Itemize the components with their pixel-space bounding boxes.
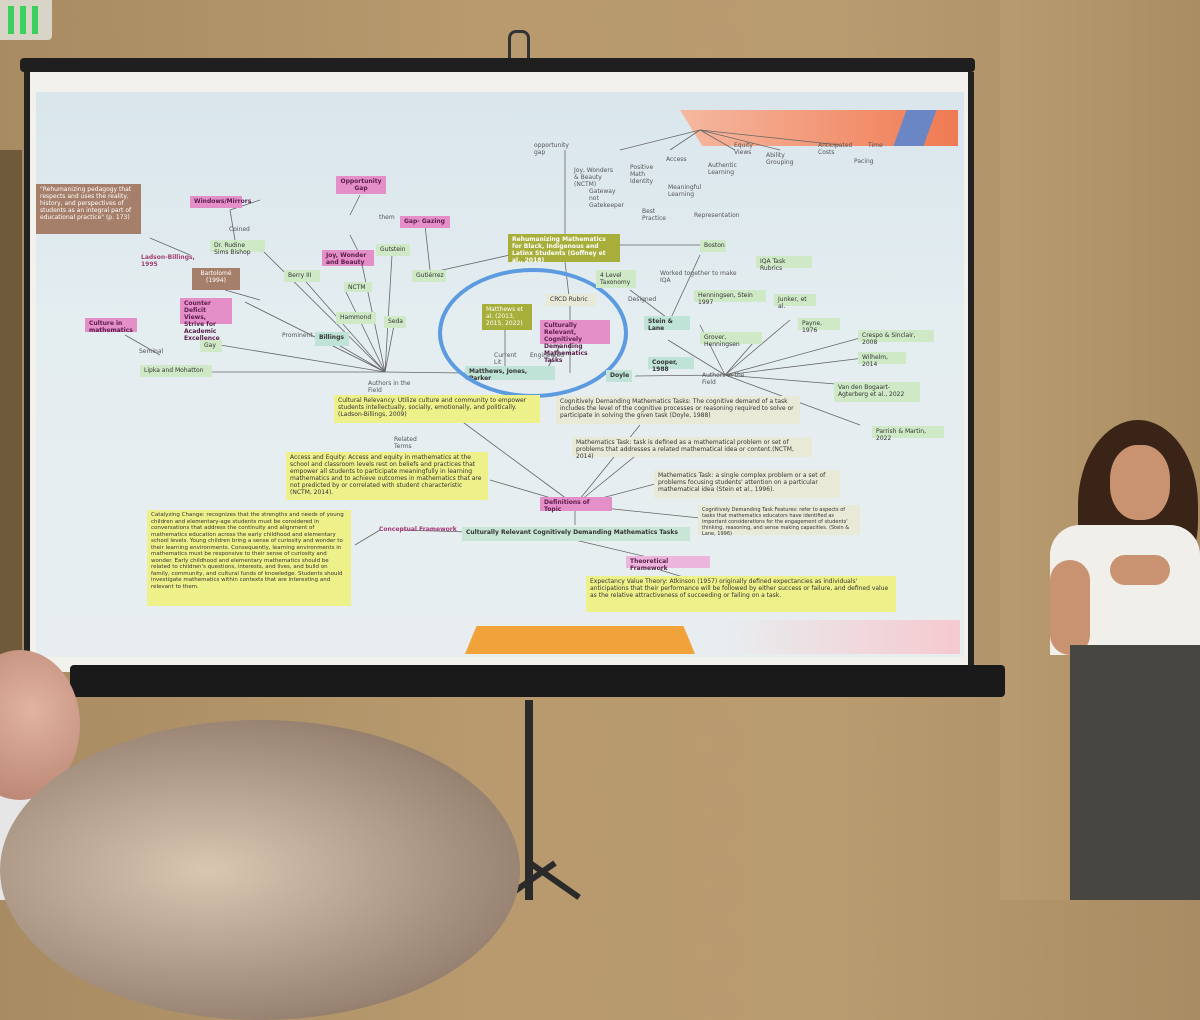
four-level-taxonomy-node: 4 Level Taxonomy xyxy=(596,270,636,288)
opportunity-gap-top-label: opportunity gap xyxy=(534,142,569,156)
related-terms-label: Related Terms xyxy=(394,436,417,450)
definitions-node: Definitions of Topic xyxy=(540,497,612,513)
audience-head-foreground xyxy=(0,720,520,1020)
berry-node: Berry III xyxy=(284,270,320,282)
billings-node: Billings xyxy=(315,332,349,346)
lipka-node: Lipka and Mohatton xyxy=(140,365,212,377)
nctm-node: NCTM xyxy=(344,282,372,292)
expectancy-value-node: Expectancy Value Theory: Atkinson (1957)… xyxy=(586,576,896,612)
pacing-label: Pacing xyxy=(854,158,874,165)
rehumanizing-quote-node: "Rehumanizing pedagogy that respects and… xyxy=(36,184,141,234)
authentic-learning-label: Authentic Learning xyxy=(708,162,737,176)
opportunity-gap-node: Opportunity Gap xyxy=(336,176,386,194)
math-task-2-node: Mathematics Task: a single complex probl… xyxy=(654,470,840,498)
time-label: Time xyxy=(868,142,883,149)
ability-grouping-label: Ability Grouping xyxy=(766,152,794,166)
presenter-face xyxy=(1110,445,1170,520)
presenter-hands xyxy=(1110,555,1170,585)
math-task-1-node: Mathematics Task: task is defined as a m… xyxy=(572,437,812,460)
crespo-node: Crespo & Sinclair, 2008 xyxy=(858,330,934,346)
authors-field-right-label: Authors in the Field xyxy=(702,372,745,386)
joy-wonder-beauty-node: Joy, Wonder and Beauty xyxy=(322,250,374,266)
gateway-label: Gateway not Gatekeeper xyxy=(589,188,624,209)
screen-pole xyxy=(525,700,533,900)
gutstein-node: Gutstein xyxy=(376,244,410,256)
screen-top-bar xyxy=(20,58,975,72)
sims-bishop-node: Dr. Rudine Sims Bishop xyxy=(210,240,265,256)
presenter-arm xyxy=(1050,560,1090,655)
coined-label: Coined xyxy=(229,226,250,233)
seminal-label: Seminal xyxy=(139,348,164,355)
conceptual-framework-node: Conceptual Framework xyxy=(379,526,457,533)
van-den-node: Van den Bogaart-Agterberg et al., 2022 xyxy=(834,382,920,402)
meaningful-learning-label: Meaningful Learning xyxy=(668,184,702,198)
positive-math-identity-label: Positive Math Identity xyxy=(630,164,654,185)
junker-node: Junker, et al. xyxy=(774,294,816,310)
gay-node: Gay xyxy=(200,340,222,352)
representation-label: Representation xyxy=(694,212,740,219)
henningsen-stein-node: Henningsen, Stein 1997 xyxy=(694,290,766,306)
iqa-rubrics-node: IQA Task Rubrics xyxy=(756,256,812,272)
cd-task-features-node: Cognitively Demanding Task Features: ref… xyxy=(698,505,860,537)
culture-in-math-node: Culture in mathematics xyxy=(85,318,137,334)
equity-views-label: Equity Views xyxy=(734,142,753,156)
parrish-node: Parrish & Martin, 2022 xyxy=(872,426,944,442)
crcd-main-node: Culturally Relevant Cognitively Demandin… xyxy=(462,527,690,541)
screen-bottom-bar xyxy=(70,665,1005,697)
access-equity-node: Access and Equity: Access and equity in … xyxy=(286,452,488,500)
worked-together-label: Worked together to make IQA xyxy=(660,270,737,284)
hammond-node: Hammond xyxy=(336,312,376,324)
authors-field-left-label: Authors in the Field xyxy=(368,380,411,394)
ladson-1995-node: Ladson-Billings, 1995 xyxy=(141,254,195,268)
seda-node: Seda xyxy=(384,316,406,328)
payne-node: Payne, 1976 xyxy=(798,318,840,334)
boston-node: Boston xyxy=(700,240,726,252)
gap-gazing-node: Gap- Gazing xyxy=(400,216,450,228)
screen-hook xyxy=(508,30,530,63)
access-label: Access xyxy=(666,156,687,163)
gutierrez-node: Gutiérrez xyxy=(412,270,446,282)
grover-node: Grover, Henningsen xyxy=(700,332,762,348)
windows-mirrors-node: Windows/Mirrors xyxy=(190,196,251,208)
prominent-label: Prominent xyxy=(282,332,313,339)
catalyzing-change-node: Catalyzing Change: recognizes that the s… xyxy=(147,510,351,606)
presenter-pants xyxy=(1070,645,1200,900)
slide-accent-bottom xyxy=(465,626,695,654)
wilhelm-node: Wilhelm, 2014 xyxy=(858,352,906,368)
cultural-relevancy-node: Cultural Relevancy: Utilize culture and … xyxy=(334,395,540,423)
counter-deficit-node: Counter Deficit Views, Strive for Academ… xyxy=(180,298,232,342)
rehumanizing-title-node: Rehumanizing Mathematics for Black, Indi… xyxy=(508,234,620,264)
door-frame xyxy=(0,150,22,670)
them-label: them xyxy=(379,214,395,221)
cognitively-demanding-node: Cognitively Demanding Mathematics Tasks:… xyxy=(556,396,800,424)
designed-label: Designed xyxy=(628,296,657,303)
joy-wonders-top-label: Joy, Wonders & Beauty (NCTM) xyxy=(574,167,613,188)
anticipated-costs-label: Anticipated Costs xyxy=(818,142,853,156)
slide-accent-bottom-right xyxy=(720,620,960,654)
theoretical-framework-node: Theoretical Framework xyxy=(626,556,710,572)
bartolome-node: Bartolomé (1994) xyxy=(192,268,240,290)
stein-lane-node: Stein & Lane xyxy=(644,316,690,332)
cooper-node: Cooper, 1988 xyxy=(648,357,694,373)
best-practice-label: Best Practice xyxy=(642,208,666,222)
exit-sign xyxy=(0,0,52,40)
doyle-node: Doyle xyxy=(606,370,632,382)
